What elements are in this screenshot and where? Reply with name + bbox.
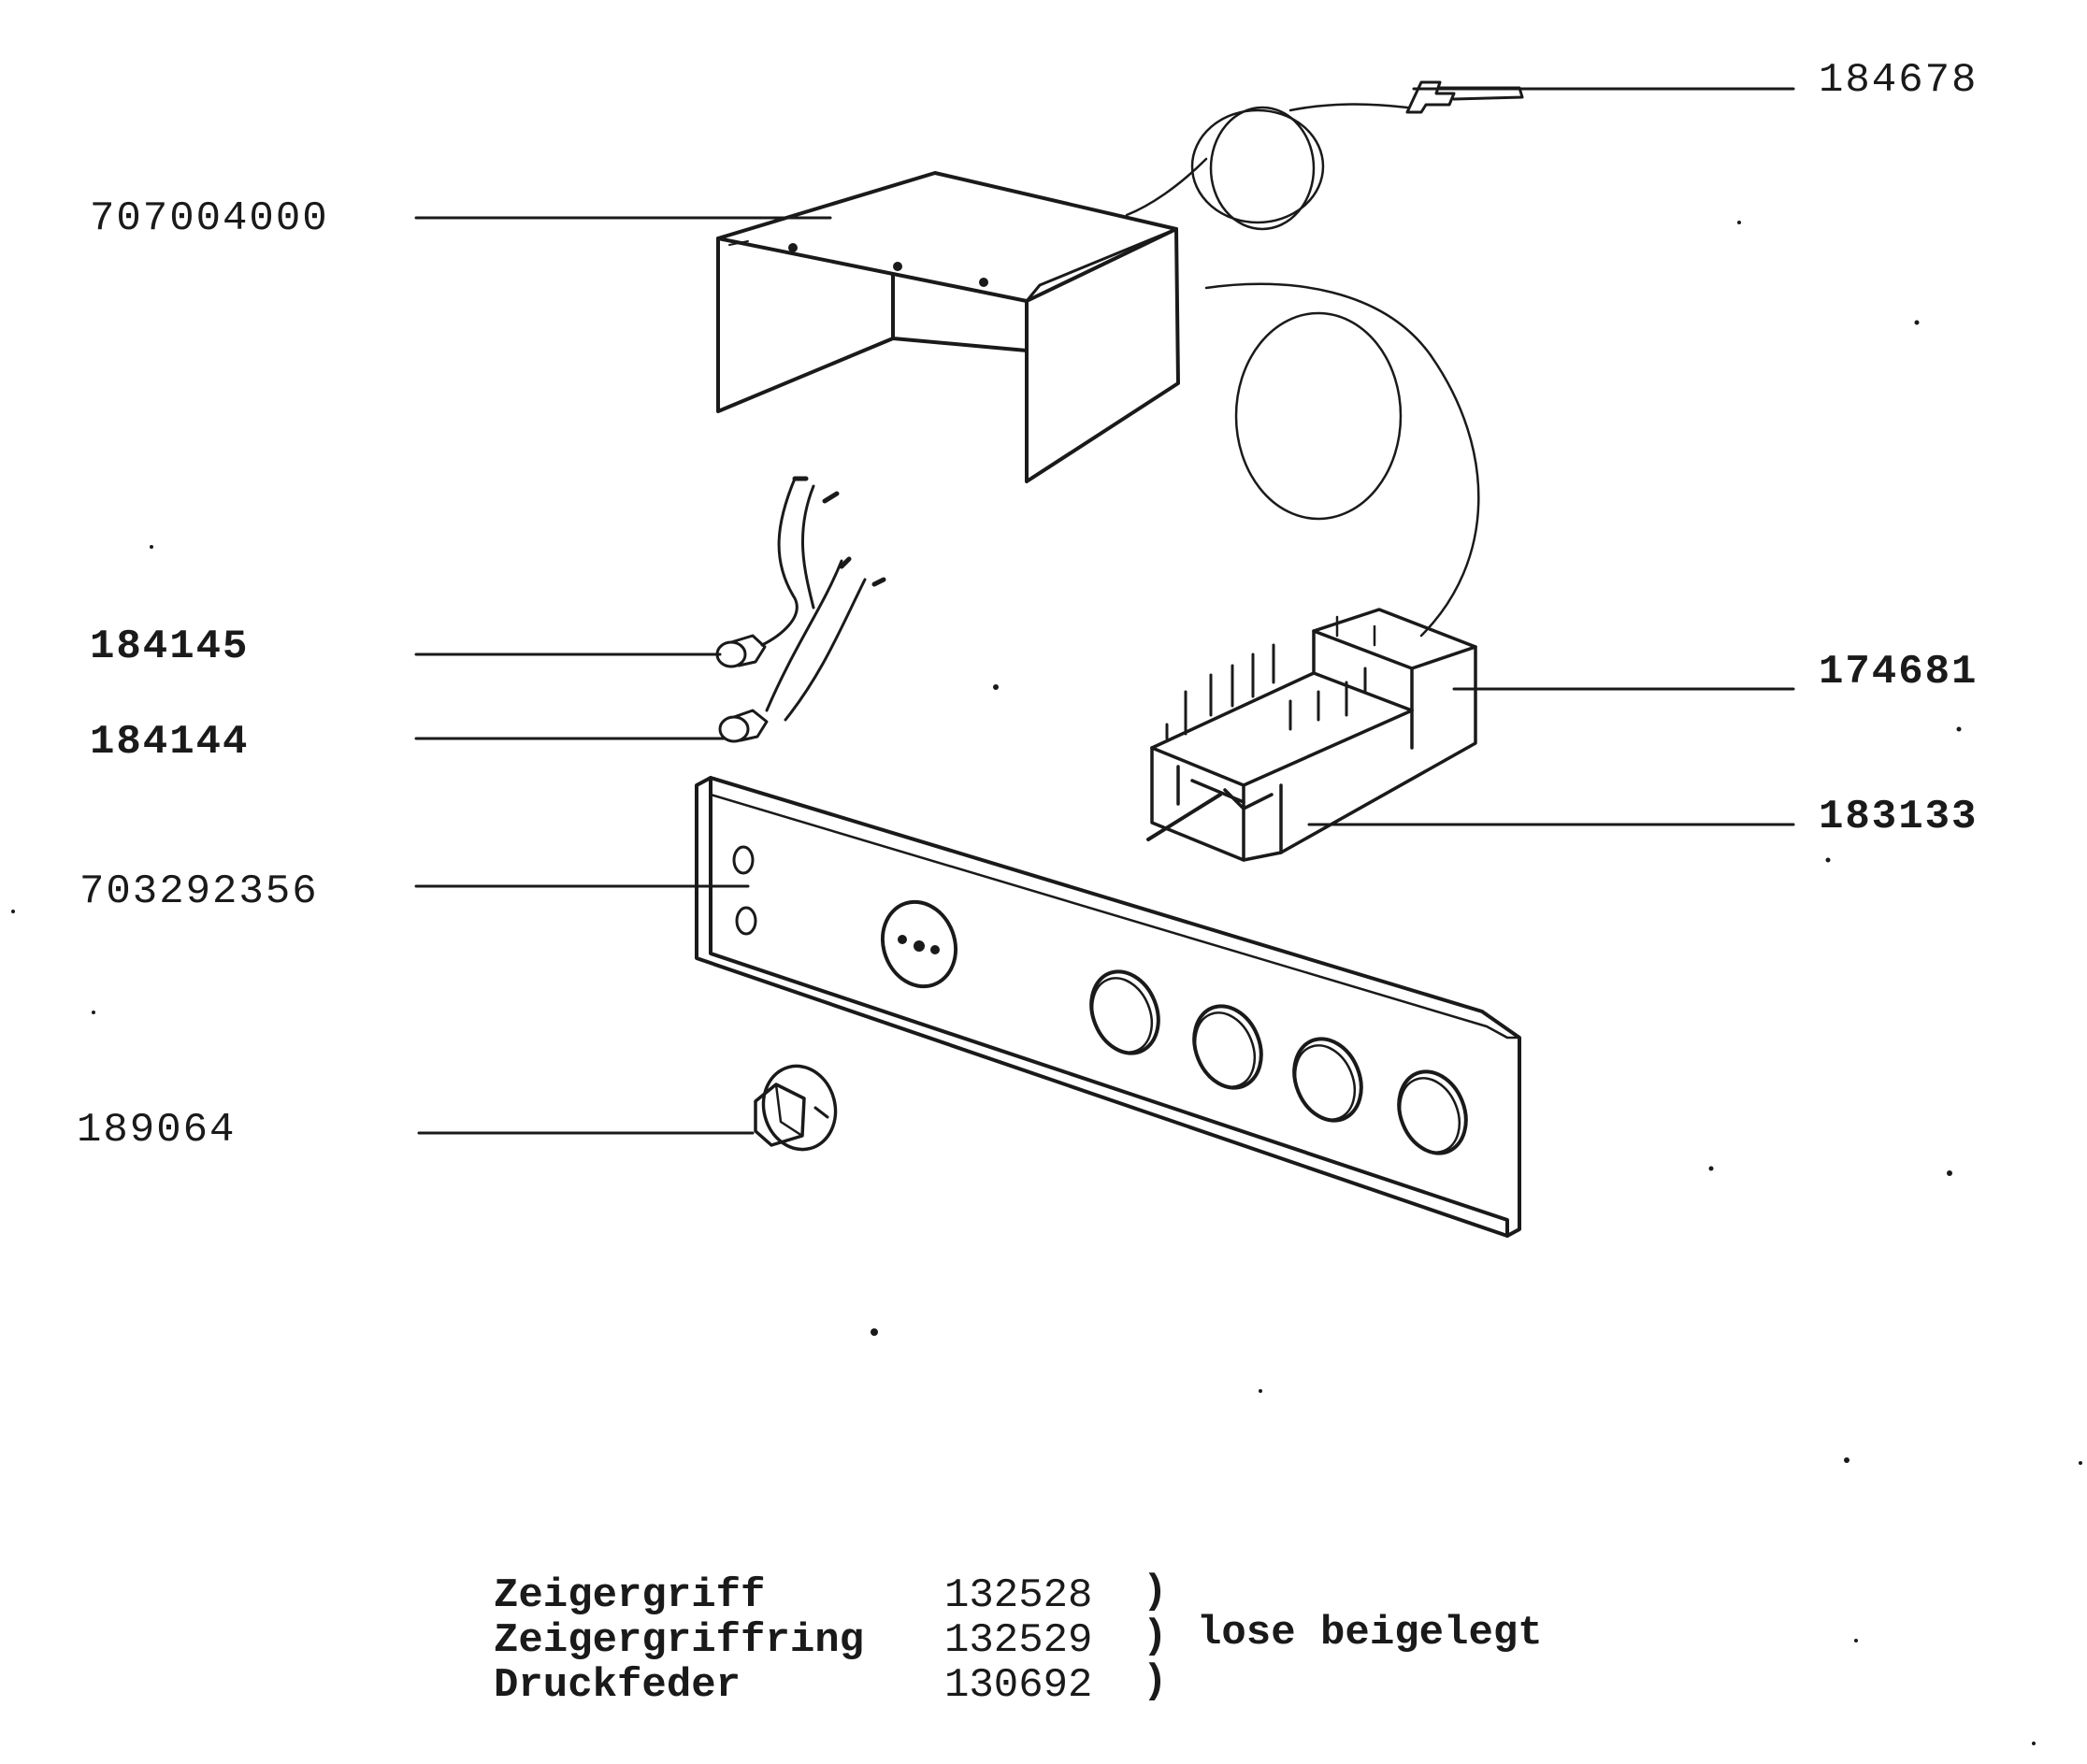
- label-184145: 184145: [90, 624, 250, 670]
- parts-row-paren: ): [1143, 1658, 1168, 1705]
- knob-189064: [754, 1064, 838, 1152]
- thermostat-switch: [1146, 608, 1477, 862]
- label-707004000: 707004000: [90, 195, 329, 242]
- loose-parts-list: Zeigergriff 132528 ) Zeigergriffring 132…: [494, 1571, 1616, 1715]
- leader-lines: [414, 87, 1795, 1135]
- parts-row-paren: ): [1143, 1613, 1168, 1660]
- label-183133: 183133: [1819, 794, 1979, 840]
- label-174681: 174681: [1819, 649, 1979, 696]
- parts-row-name: Zeigergriff: [494, 1572, 766, 1619]
- lamp-holders: [715, 476, 886, 743]
- control-panel-703292356: [695, 776, 1521, 1238]
- parts-row-name: Druckfeder: [494, 1662, 741, 1709]
- parts-row-number: 132528: [944, 1572, 1093, 1619]
- label-184144: 184144: [90, 719, 250, 766]
- label-703292356: 703292356: [79, 868, 319, 915]
- sensor-bulb-184678: [1125, 80, 1524, 231]
- scan-speckles: [11, 221, 2082, 1745]
- parts-row-number: 130692: [944, 1662, 1093, 1709]
- parts-row-number: 132529: [944, 1617, 1093, 1664]
- parts-row-paren: ): [1143, 1569, 1168, 1615]
- label-184678: 184678: [1819, 57, 1979, 104]
- cover-707004000: [716, 171, 1180, 483]
- parts-row-name: Zeigergriffring: [494, 1617, 865, 1664]
- label-189064: 189064: [77, 1107, 237, 1154]
- capillary-loop: [1204, 282, 1480, 638]
- loose-parts-note: lose beigelegt: [1197, 1610, 1543, 1656]
